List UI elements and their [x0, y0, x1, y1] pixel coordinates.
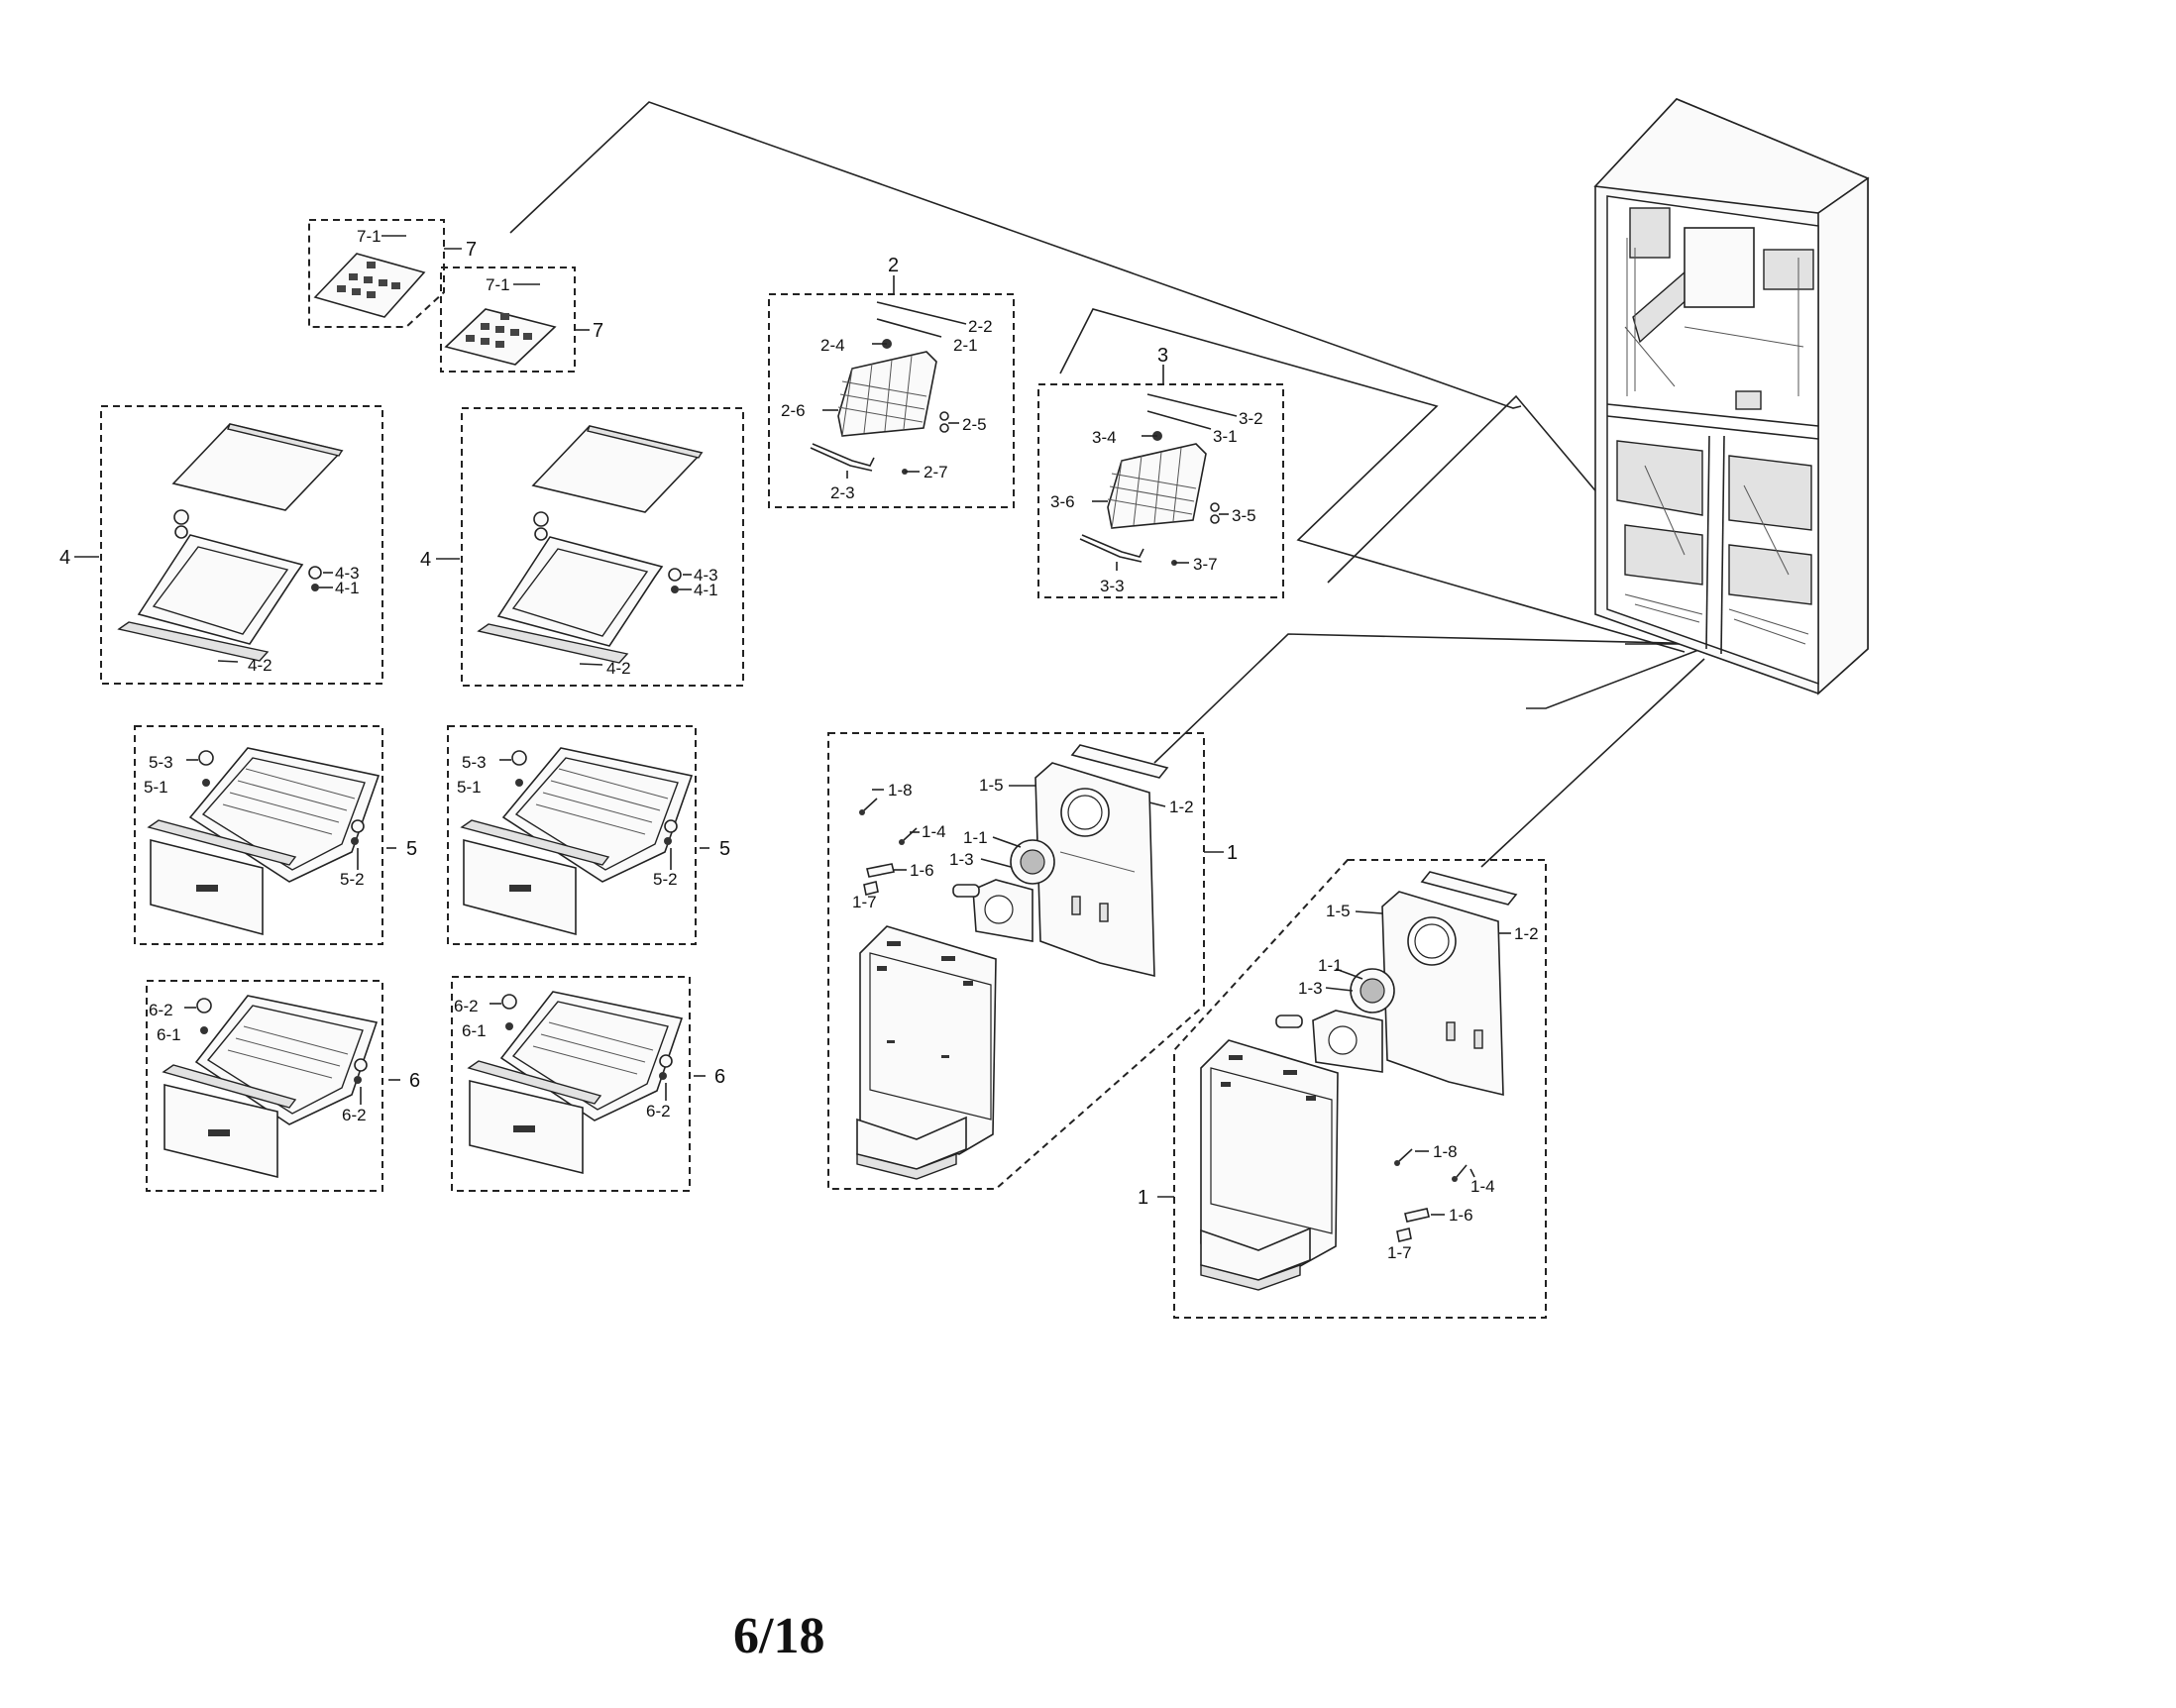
label-1-4-right: 1-4	[1470, 1177, 1495, 1196]
label-2-7: 2-7	[924, 463, 948, 481]
label-group-7-b: 7	[593, 320, 603, 342]
label-group-3: 3	[1157, 345, 1168, 367]
label-2-3: 2-3	[830, 483, 855, 502]
group-5-left	[134, 725, 396, 945]
label-6-1-a: 6-1	[157, 1025, 181, 1044]
label-7-1-a: 7-1	[357, 227, 381, 246]
label-2-5: 2-5	[962, 415, 987, 434]
label-4-3-b: 4-3	[694, 566, 718, 585]
label-1-5-right: 1-5	[1326, 902, 1351, 920]
label-3-6: 3-6	[1050, 492, 1075, 511]
label-6-1-b: 6-1	[462, 1021, 487, 1040]
label-1-3-right: 1-3	[1298, 979, 1323, 998]
label-5-3-b: 5-3	[462, 753, 487, 772]
group-3	[1037, 365, 1284, 598]
label-6-2-a: 6-2	[149, 1001, 173, 1019]
label-group-5-b: 5	[719, 838, 730, 860]
label-5-1-b: 5-1	[457, 778, 482, 797]
label-group-2: 2	[888, 255, 899, 276]
label-1-6-right: 1-6	[1449, 1206, 1473, 1225]
label-group-4-b: 4	[420, 549, 431, 571]
label-1-2-right: 1-2	[1514, 924, 1539, 943]
label-3-3: 3-3	[1100, 577, 1125, 595]
label-5-1-a: 5-1	[144, 778, 168, 797]
label-2-6: 2-6	[781, 401, 806, 420]
label-1-5-center: 1-5	[979, 776, 1004, 795]
label-1-3-center: 1-3	[949, 850, 974, 869]
label-group-7-a: 7	[466, 239, 477, 261]
label-2-4: 2-4	[820, 336, 845, 355]
group-7	[308, 219, 590, 373]
label-5-3-a: 5-3	[149, 753, 173, 772]
label-1-4-center: 1-4	[922, 822, 946, 841]
label-group-6-a: 6	[409, 1070, 420, 1092]
label-3-5: 3-5	[1232, 506, 1256, 525]
group-4-left	[74, 405, 383, 685]
label-1-8-center: 1-8	[888, 781, 913, 800]
page-number: 6/18	[733, 1608, 825, 1664]
group-7-box-b	[440, 267, 576, 373]
label-6-2-b: 6-2	[454, 997, 479, 1015]
group-4-right	[436, 407, 744, 687]
label-6-2-b2: 6-2	[646, 1102, 671, 1121]
label-3-4: 3-4	[1092, 428, 1117, 447]
label-1-1-right: 1-1	[1318, 956, 1343, 975]
label-3-2: 3-2	[1239, 409, 1263, 428]
label-6-2-a2: 6-2	[342, 1106, 367, 1124]
group-6-left	[146, 980, 400, 1192]
label-group-4-a: 4	[59, 547, 70, 569]
group-2	[768, 275, 1015, 508]
group-5-right	[447, 725, 709, 945]
label-4-1-b: 4-1	[694, 581, 718, 599]
label-1-8-right: 1-8	[1433, 1142, 1458, 1161]
label-5-2-a: 5-2	[340, 870, 365, 889]
label-4-1-a: 4-1	[335, 579, 360, 597]
refrigerator-cabinet	[1593, 98, 1870, 695]
label-5-2-b: 5-2	[653, 870, 678, 889]
label-group-5-a: 5	[406, 838, 417, 860]
label-group-1-center: 1	[1227, 842, 1238, 864]
group-1-center	[827, 732, 1224, 1190]
group-7-box-a	[308, 219, 445, 328]
label-4-2-b: 4-2	[606, 659, 631, 678]
group-6-right	[451, 976, 706, 1192]
label-7-1-b: 7-1	[486, 275, 510, 294]
label-3-7: 3-7	[1193, 555, 1218, 574]
label-1-1-center: 1-1	[963, 828, 988, 847]
label-2-2: 2-2	[968, 317, 993, 336]
group-1-right	[1157, 859, 1547, 1319]
label-group-6-b: 6	[714, 1066, 725, 1088]
label-1-6-center: 1-6	[910, 861, 934, 880]
label-4-2-a: 4-2	[248, 656, 272, 675]
label-1-2-center: 1-2	[1169, 798, 1194, 816]
label-4-3-a: 4-3	[335, 564, 360, 583]
label-2-1: 2-1	[953, 336, 978, 355]
label-1-7-right: 1-7	[1387, 1243, 1412, 1262]
label-group-1-right: 1	[1138, 1187, 1148, 1209]
label-1-7-center: 1-7	[852, 893, 877, 911]
label-3-1: 3-1	[1213, 427, 1238, 446]
